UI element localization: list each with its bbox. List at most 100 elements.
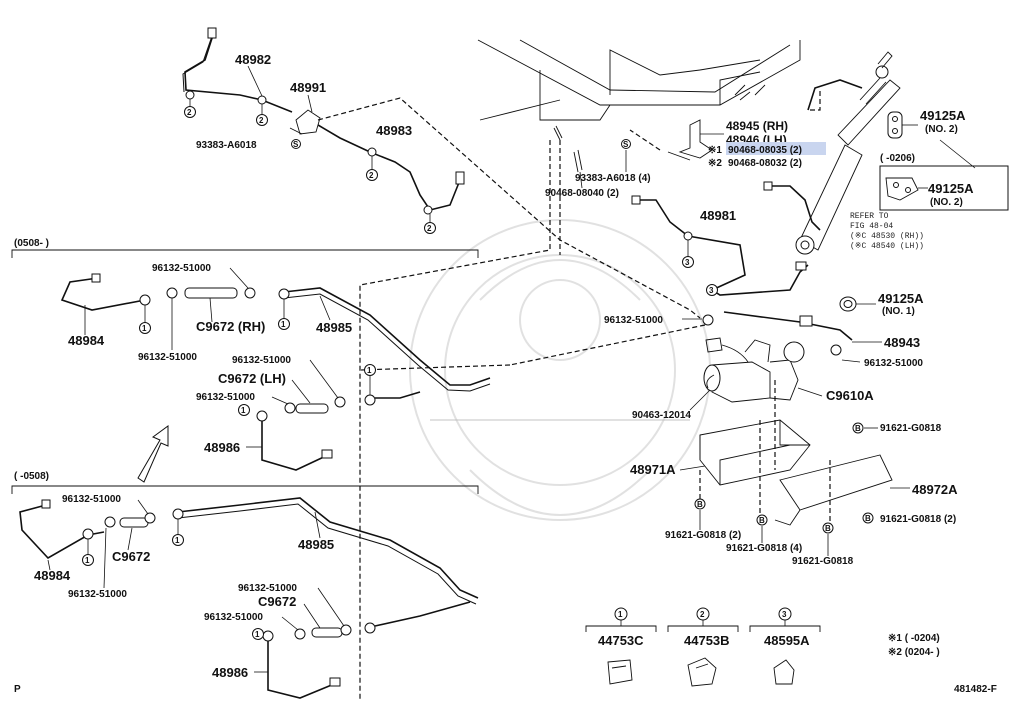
- label-48984-lower: 48984: [34, 568, 71, 583]
- label-clip-44753c: 44753C: [598, 633, 644, 648]
- highlight-90468-08035: [726, 142, 826, 155]
- label-96132-u4: 96132-51000: [196, 392, 255, 403]
- svg-text:3: 3: [782, 610, 787, 619]
- bracket-49125a-no2-variant: [885, 177, 919, 201]
- label-90468-08035[interactable]: 90468-08035 (2): [728, 145, 802, 156]
- hose-c9672-lower2: [294, 601, 471, 640]
- pipe-48985-upper: [278, 287, 491, 392]
- refer-line-4: (※C 48540 (LH)): [850, 242, 924, 251]
- marker-s-icon: [621, 139, 631, 149]
- clip-44753c-icon: [607, 659, 633, 685]
- label-c9672-l2: C9672: [258, 594, 296, 609]
- svg-text:1: 1: [367, 366, 372, 375]
- label-49125a-top-no: (NO. 2): [925, 124, 958, 135]
- svg-text:3: 3: [685, 258, 690, 267]
- bolt-markers-b: B B B B B: [694, 422, 874, 534]
- label-96132-u2: 96132-51000: [138, 352, 197, 363]
- bracket-range-bot: [11, 485, 479, 494]
- label-96132-l4: 96132-51000: [204, 612, 263, 623]
- bracket-48945: [667, 119, 713, 161]
- label-96132-u3: 96132-51000: [232, 355, 291, 366]
- pipe-48984-upper: [60, 273, 151, 311]
- svg-text:2: 2: [259, 116, 264, 125]
- label-range-bot: ( -0508): [14, 471, 49, 482]
- pipe-48983: [317, 124, 465, 215]
- clip-48595a-icon: [773, 659, 795, 685]
- label-48943: 48943: [884, 335, 920, 350]
- bracket-48991: [289, 109, 321, 135]
- label-clip-44753b: 44753B: [684, 633, 730, 648]
- label-clip-48595a: 48595A: [764, 633, 810, 648]
- label-49125a-box-no: (NO. 2): [930, 197, 963, 208]
- pipe-48986-lower: [262, 630, 341, 699]
- label-c9672-lh: C9672 (LH): [218, 371, 286, 386]
- label-96132-right: 96132-51000: [864, 358, 923, 369]
- hose-to-shock: [763, 181, 821, 231]
- label-93383-a6018-4: 93383-A6018 (4): [575, 173, 651, 184]
- svg-text:B: B: [855, 424, 861, 433]
- pipe-48982: [182, 27, 293, 113]
- label-48972a: 48972A: [912, 482, 958, 497]
- callout-2-icons: 2 2 2 2: [184, 99, 436, 234]
- box-49125a-variant: [879, 165, 1009, 211]
- label-90463-12014: 90463-12014: [632, 410, 691, 421]
- label-box-date: ( -0206): [880, 153, 915, 164]
- label-48986-upper: 48986: [204, 440, 240, 455]
- clip-44753b-icon: [687, 657, 717, 687]
- svg-text:1: 1: [241, 406, 246, 415]
- svg-text:B: B: [697, 500, 703, 509]
- star2-mark: ※2: [708, 158, 722, 169]
- refer-line-3: (※C 48530 (RH)): [850, 232, 924, 241]
- pipe-48985-lower: [172, 497, 479, 605]
- label-49125a-mid: 49125A: [878, 291, 924, 306]
- label-96132-l2: 96132-51000: [68, 589, 127, 600]
- label-48983: 48983: [376, 123, 412, 138]
- pipe-48984-lower: [19, 499, 105, 560]
- svg-text:1: 1: [175, 536, 180, 545]
- shock-absorber: [795, 51, 901, 255]
- svg-text:2: 2: [700, 610, 705, 619]
- svg-text:2: 2: [187, 108, 192, 117]
- hose-c9672-lh: [284, 391, 421, 414]
- pipe-48981: [631, 195, 809, 296]
- hose-c9672-lower1: [104, 512, 156, 528]
- bracket-range-top: [11, 249, 479, 258]
- label-48985-lower: 48985: [298, 537, 334, 552]
- clip-legend: 1 44753C 2 44753B 3 48595A: [585, 607, 821, 687]
- label-91621-d: 91621-G0818 (4): [726, 543, 802, 554]
- pipe-48986-upper: [256, 410, 333, 471]
- svg-text:1: 1: [618, 610, 623, 619]
- bolt-90468-08040: [553, 125, 583, 173]
- label-91621-e: 91621-G0818: [792, 556, 854, 567]
- page-marker: P: [14, 684, 21, 695]
- callout-3-icons: 3 3: [682, 240, 718, 296]
- figure-number: 481482-F: [954, 684, 997, 695]
- hose-c9672-rh: [166, 287, 256, 299]
- callout-1-icons-lower: 1 1 1: [82, 519, 264, 640]
- svg-text:1: 1: [255, 630, 260, 639]
- spring-90463: [706, 374, 715, 389]
- note-star2: ※2 (0204- ): [888, 647, 940, 658]
- svg-text:B: B: [865, 514, 871, 523]
- label-96132-mid: 96132-51000: [604, 315, 663, 326]
- marker-s-icon: [291, 139, 301, 149]
- label-96132-u1: 96132-51000: [152, 263, 211, 274]
- clamp-icon: [830, 344, 842, 356]
- svg-text:3: 3: [709, 286, 714, 295]
- label-49125a-box: 49125A: [928, 181, 974, 196]
- label-48985-upper: 48985: [316, 320, 352, 335]
- label-91621-b: 91621-G0818 (2): [665, 530, 741, 541]
- label-96132-l1: 96132-51000: [62, 494, 121, 505]
- label-48984-upper: 48984: [68, 333, 105, 348]
- label-range-top: (0508- ): [14, 238, 49, 249]
- label-91621-a: 91621-G0818: [880, 423, 942, 434]
- callout-1-icons-upper: 1 1 1 1: [139, 299, 376, 416]
- svg-text:1: 1: [85, 556, 90, 565]
- label-49125a-top: 49125A: [920, 108, 966, 123]
- refer-line-2[interactable]: FIG 48-04: [850, 222, 893, 231]
- label-48981: 48981: [700, 208, 736, 223]
- label-48971a: 48971A: [630, 462, 676, 477]
- label-48982: 48982: [235, 52, 271, 67]
- vehicle-body-outline: [477, 39, 801, 121]
